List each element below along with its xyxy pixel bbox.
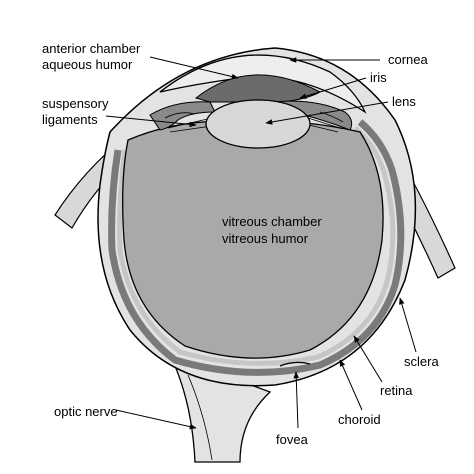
retina-band [117,126,396,366]
label-cornea: cornea [388,52,428,67]
optic-nerve [168,353,272,463]
cornea [159,54,367,114]
label-choroid: choroid [338,412,381,427]
label-optic-nerve: optic nerve [54,404,118,419]
fovea-pit [279,361,311,367]
label-vitreous-chamber: vitreous chamber [222,214,322,229]
label-ligaments: ligaments [42,112,98,127]
leader-lines [105,56,417,430]
label-lens: lens [392,94,416,109]
label-sclera: sclera [404,354,439,369]
label-anterior-chamber: anterior chamber [42,41,141,56]
label-retina: retina [380,383,413,398]
label-aqueous-humor: aqueous humor [42,57,133,72]
label-suspensory: suspensory [42,96,109,111]
ciliary-body-right-inner [319,111,344,123]
lens [205,99,311,149]
label-iris: iris [370,70,387,85]
label-vitreous-humor: vitreous humor [222,231,308,246]
label-fovea: fovea [276,432,308,447]
optic-nerve-inner-line [187,374,213,461]
choroid-band [108,119,405,376]
ciliary-body-left [149,101,216,131]
ciliary-body-left-inner [164,112,196,119]
